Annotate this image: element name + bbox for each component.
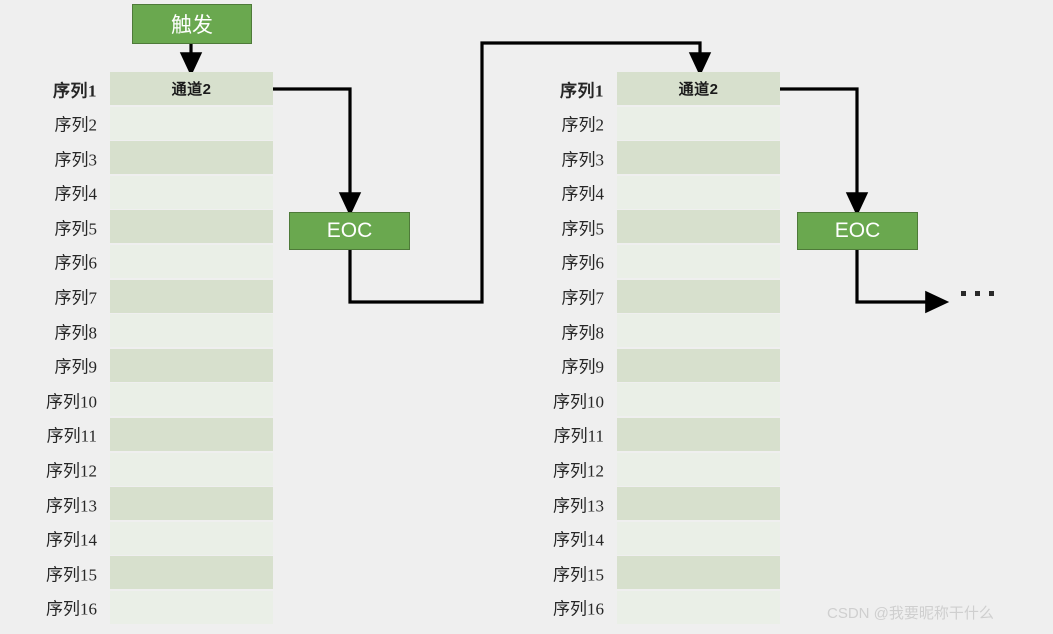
sequence-row-label: 序列16 (553, 599, 604, 619)
sequence-row[interactable]: 序列7 (562, 279, 780, 313)
sequence-row[interactable]: 序列9 (562, 348, 780, 382)
sequence-row-label: 序列15 (553, 565, 604, 585)
trigger-label: 触发 (171, 14, 213, 37)
sequence-row-label: 序列6 (561, 253, 605, 273)
sequence-row-label: 序列6 (54, 253, 98, 273)
sequence-row-label: 序列13 (46, 496, 97, 516)
sequence-row-label: 序列9 (561, 357, 605, 377)
sequence-row-label: 序列1 (560, 81, 604, 100)
sequence-table-header: 通道2 (171, 81, 212, 98)
sequence-row[interactable]: 序列11 (554, 417, 780, 451)
sequence-row[interactable]: 序列4 (55, 175, 273, 209)
sequence-row-label: 序列11 (553, 426, 604, 446)
continuation-ellipsis (961, 291, 994, 296)
sequence-row[interactable]: 序列2 (562, 106, 780, 140)
eoc-label-2: EOC (834, 219, 881, 242)
sequence-row-label: 序列7 (561, 288, 605, 308)
sequence-table-1: 序列1 通道2 序列2 序列3 序列4 序列5 序列6 序列7 序列8 序列9 序列10 序列11 序列… (46, 72, 273, 626)
sequence-row-label: 序列10 (553, 392, 604, 412)
sequence-row[interactable]: 序列10 (46, 383, 273, 417)
sequence-row-label: 序列12 (553, 461, 604, 481)
sequence-row-label: 序列2 (561, 115, 605, 135)
sequence-row[interactable]: 序列1 通道2 (53, 72, 273, 105)
ellipsis-dot (989, 291, 994, 296)
sequence-row[interactable]: 序列14 (46, 521, 273, 555)
sequence-row-label: 序列3 (561, 150, 605, 170)
sequence-row-label: 序列10 (46, 392, 97, 412)
sequence-row-label: 序列3 (54, 150, 98, 170)
sequence-row[interactable]: 序列6 (55, 244, 273, 278)
sequence-row-label: 序列15 (46, 565, 97, 585)
sequence-row[interactable]: 序列5 (562, 210, 780, 244)
sequence-row-label: 序列13 (553, 496, 604, 516)
wire-table1-to-eoc1 (273, 87, 362, 217)
sequence-row[interactable]: 序列5 (55, 210, 273, 244)
sequence-row[interactable]: 序列2 (55, 106, 273, 140)
sequence-row-label: 序列4 (561, 184, 605, 204)
sequence-row[interactable]: 序列16 (46, 590, 273, 624)
sequence-row[interactable]: 序列10 (553, 383, 780, 417)
sequence-row[interactable]: 序列9 (55, 348, 273, 382)
sequence-row[interactable]: 序列15 (46, 556, 273, 590)
trigger-block[interactable]: 触发 (132, 4, 252, 44)
sequence-row-label: 序列7 (54, 288, 98, 308)
sequence-row-label: 序列9 (54, 357, 98, 377)
sequence-row[interactable]: 序列14 (553, 521, 780, 555)
eoc-block-1[interactable]: EOC (289, 212, 410, 250)
sequence-row-label: 序列11 (46, 426, 97, 446)
sequence-table-2: 序列1 通道2 序列2 序列3 序列4 序列5 序列6 序列7 序列8 序列9 序列10 序列11 序列… (553, 72, 780, 626)
sequence-row-label: 序列14 (46, 530, 97, 550)
sequence-row-label: 序列1 (53, 81, 97, 100)
sequence-row[interactable]: 序列8 (55, 314, 273, 348)
wire-table2-to-eoc2 (780, 87, 869, 217)
sequence-row-label: 序列4 (54, 184, 98, 204)
sequence-row[interactable]: 序列6 (562, 244, 780, 278)
sequence-row-label: 序列5 (54, 219, 98, 239)
sequence-row-label: 序列8 (54, 323, 98, 343)
sequence-row[interactable]: 序列13 (553, 487, 780, 521)
sequence-row[interactable]: 序列1 通道2 (560, 72, 780, 105)
wire-eoc2-to-continuation (855, 250, 950, 314)
sequence-row[interactable]: 序列3 (55, 141, 273, 175)
watermark: CSDN @我要昵称干什么 (827, 605, 994, 622)
sequence-row[interactable]: 序列12 (553, 452, 780, 486)
sequence-row[interactable]: 序列11 (47, 417, 273, 451)
sequence-row[interactable]: 序列16 (553, 590, 780, 624)
sequence-row-label: 序列12 (46, 461, 97, 481)
eoc-block-2[interactable]: EOC (797, 212, 918, 250)
sequence-row[interactable]: 序列7 (55, 279, 273, 313)
sequence-row-label: 序列8 (561, 323, 605, 343)
sequence-row[interactable]: 序列3 (562, 141, 780, 175)
sequence-table-header: 通道2 (678, 81, 719, 98)
sequence-row[interactable]: 序列12 (46, 452, 273, 486)
eoc-label-1: EOC (326, 219, 373, 242)
sequence-row-label: 序列16 (46, 599, 97, 619)
sequence-row[interactable]: 序列13 (46, 487, 273, 521)
sequence-row-label: 序列5 (561, 219, 605, 239)
sequence-row-label: 序列2 (54, 115, 98, 135)
sequence-row[interactable]: 序列8 (562, 314, 780, 348)
sequence-row[interactable]: 序列4 (562, 175, 780, 209)
sequence-row[interactable]: 序列15 (553, 556, 780, 590)
sequence-row-label: 序列14 (553, 530, 604, 550)
ellipsis-dot (961, 291, 966, 296)
ellipsis-dot (975, 291, 980, 296)
